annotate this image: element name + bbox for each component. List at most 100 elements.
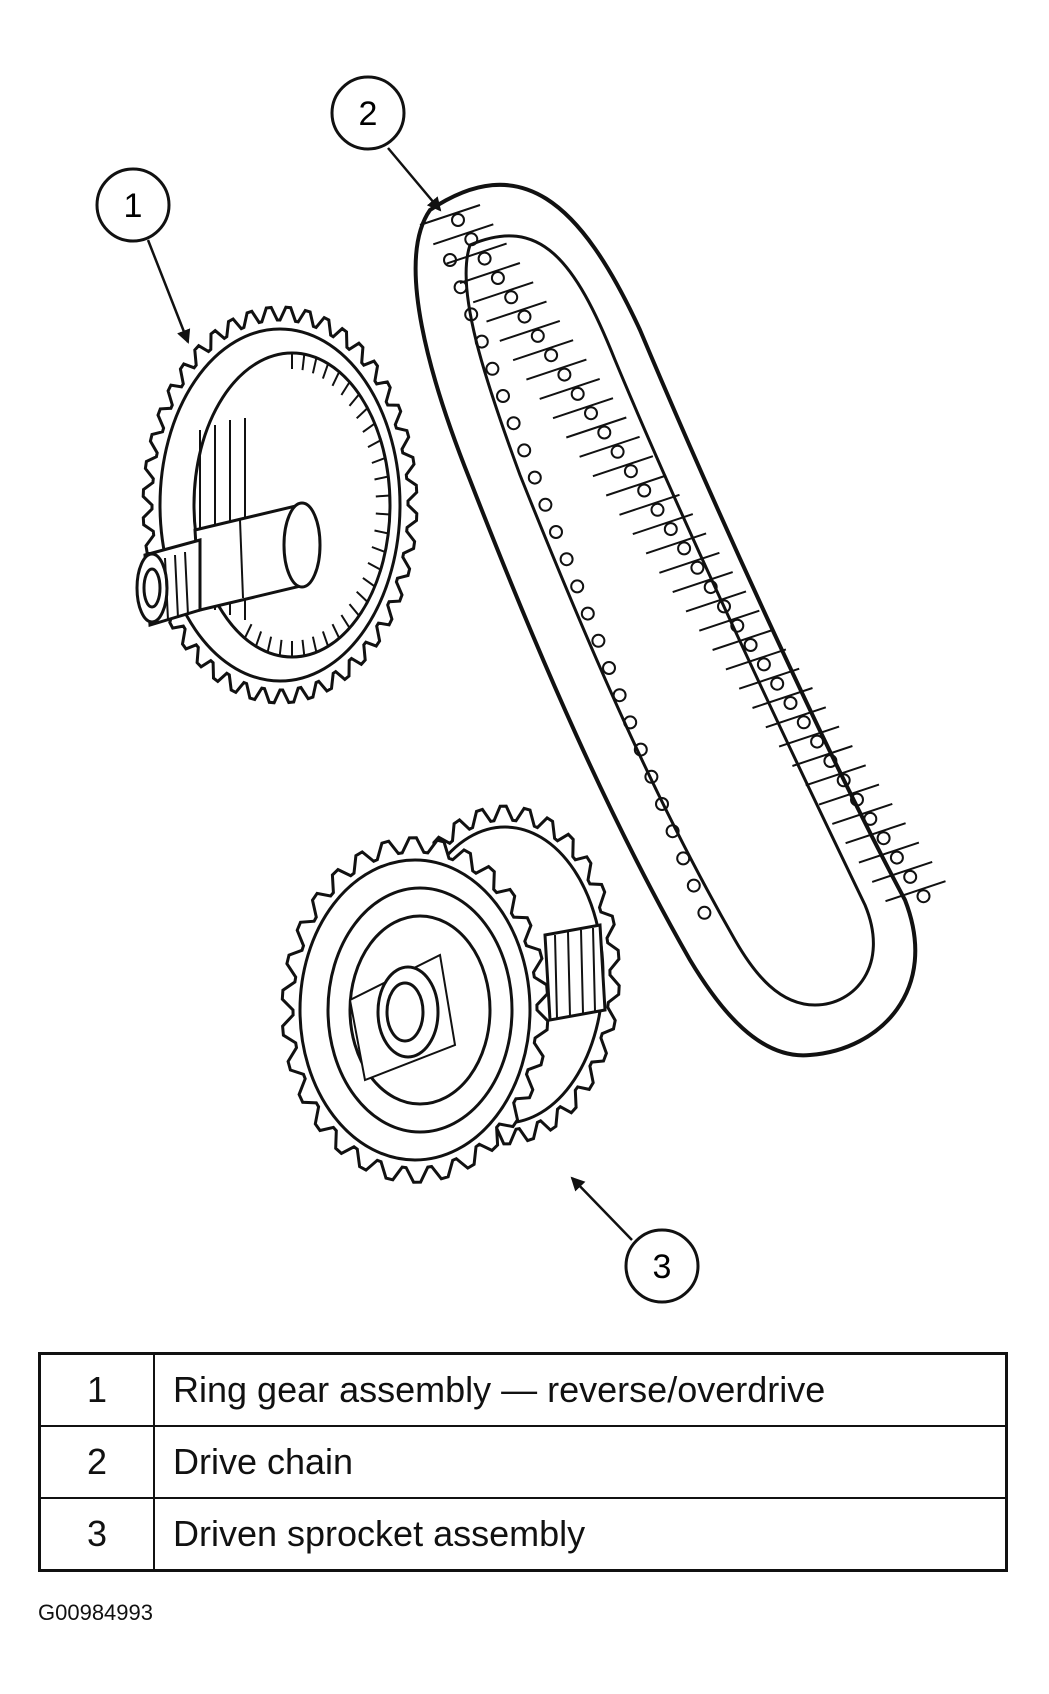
chain-link-edge xyxy=(632,513,694,536)
chain-link-edge xyxy=(738,667,800,690)
chain-link-edge xyxy=(858,841,920,864)
legend-table: 1 Ring gear assembly — reverse/overdrive… xyxy=(38,1352,1008,1572)
chain-pin xyxy=(697,905,712,920)
ring-gear-assembly xyxy=(135,305,419,705)
chain-pin xyxy=(580,606,595,621)
chain-link-edge xyxy=(592,455,654,478)
ring-gear-outer-teeth xyxy=(141,305,419,705)
legend-row: 3 Driven sprocket assembly xyxy=(38,1497,1008,1572)
chain-pin xyxy=(496,389,510,403)
legend-description: Ring gear assembly — reverse/overdrive xyxy=(153,1352,1008,1427)
chain-link-edge xyxy=(765,706,827,729)
chain-pin xyxy=(650,502,665,517)
chain-link-edge xyxy=(459,262,521,284)
chain-pin xyxy=(610,444,625,459)
drive-chain xyxy=(413,182,946,1058)
chain-pin xyxy=(810,734,825,749)
svg-text:3: 3 xyxy=(653,1248,672,1286)
chain-pin xyxy=(876,831,891,846)
ring-gear-inner-tooth xyxy=(301,354,306,371)
ring-gear-inner-tooth xyxy=(356,590,369,603)
ring-gear-inner-tooth xyxy=(371,546,386,553)
chain-pin xyxy=(570,579,585,594)
driven-sprocket-assembly xyxy=(280,804,621,1184)
chain-pin xyxy=(527,470,542,485)
chain-pin xyxy=(823,754,838,768)
chain-pin xyxy=(663,522,678,537)
ring-gear-inner-tooth xyxy=(340,614,351,629)
exploded-view-diagram: 1 2 3 xyxy=(95,75,946,1304)
chain-pin xyxy=(677,541,692,556)
chain-link-edge xyxy=(499,319,561,342)
chain-link-edge xyxy=(552,397,614,420)
chain-pin xyxy=(916,889,931,904)
chain-pin xyxy=(623,715,638,730)
chain-pin xyxy=(655,797,669,811)
chain-link-edge xyxy=(672,571,734,594)
chain-outer-path xyxy=(413,182,918,1058)
legend-number: 2 xyxy=(38,1425,155,1499)
chain-link-edge xyxy=(805,764,867,787)
chain-pin xyxy=(474,334,489,349)
chain-pin xyxy=(517,309,532,324)
callout-3: 3 xyxy=(570,1176,700,1304)
figure-id: G00984993 xyxy=(38,1600,153,1625)
chain-inner-path xyxy=(464,234,875,1007)
ring-gear-inner-tooth xyxy=(301,639,306,656)
ring-gear-inner-tooth xyxy=(254,631,263,647)
chain-pin xyxy=(730,618,745,633)
legend-row: 2 Drive chain xyxy=(38,1425,1008,1499)
chain-pin xyxy=(451,213,465,227)
chain-pin xyxy=(597,425,612,440)
chain-link-edge xyxy=(752,687,813,709)
chain-pin xyxy=(559,552,574,567)
chain-link-edge xyxy=(659,551,720,574)
ring-gear-inner-tooth xyxy=(375,512,390,516)
legend-number: 3 xyxy=(38,1497,155,1572)
legend-row: 1 Ring gear assembly — reverse/overdrive xyxy=(38,1352,1008,1427)
chain-pin xyxy=(644,769,659,784)
chain-pin xyxy=(717,599,731,614)
ring-gear-inner-tooth xyxy=(311,357,318,374)
ring-gear-inner-tooth xyxy=(321,363,330,379)
chain-pin xyxy=(591,633,606,648)
chain-link-edge xyxy=(472,281,534,304)
chain-pin xyxy=(850,792,864,807)
chain-link-edge xyxy=(605,474,667,497)
chain-pin xyxy=(690,560,705,575)
chain-pin xyxy=(770,676,785,691)
svg-text:1: 1 xyxy=(124,187,143,225)
chain-pin xyxy=(464,307,479,322)
chain-pin xyxy=(676,851,691,866)
chain-pin xyxy=(506,416,521,431)
chain-link-edge xyxy=(645,532,707,555)
chain-pin xyxy=(570,386,585,401)
ring-gear-inner-tooth xyxy=(243,623,253,639)
chain-pin xyxy=(612,688,627,703)
chain-link-edge xyxy=(539,377,601,400)
ring-gear-inner-tooth xyxy=(374,529,389,535)
callout-2: 2 xyxy=(330,75,442,212)
ring-gear-inner-tooth xyxy=(367,562,382,571)
ring-gear-inner-tooth xyxy=(367,439,382,448)
ring-gear-inner-tooth xyxy=(362,577,376,588)
ring-gear-inner-tooth xyxy=(331,371,341,387)
chain-link-edge xyxy=(831,802,893,825)
chain-pin xyxy=(756,657,771,672)
chain-link-edge xyxy=(432,223,494,246)
chain-pin xyxy=(623,464,638,479)
ring-gear-inner-tooth xyxy=(371,457,386,464)
ring-gear-inner-tooth xyxy=(278,639,283,656)
chain-pin xyxy=(443,253,457,267)
chain-pin xyxy=(477,251,492,266)
ring-gear-inner-tooth xyxy=(331,623,341,639)
chain-link-edge xyxy=(712,629,773,651)
chain-pin xyxy=(703,580,718,595)
ring-gear-inner-tooth xyxy=(356,407,369,420)
chain-pin xyxy=(557,367,572,382)
chain-pin xyxy=(633,742,648,757)
chain-link-edge xyxy=(486,300,547,323)
chain-pin xyxy=(464,232,479,247)
chain-pin xyxy=(490,271,505,285)
chain-pin xyxy=(796,715,811,730)
